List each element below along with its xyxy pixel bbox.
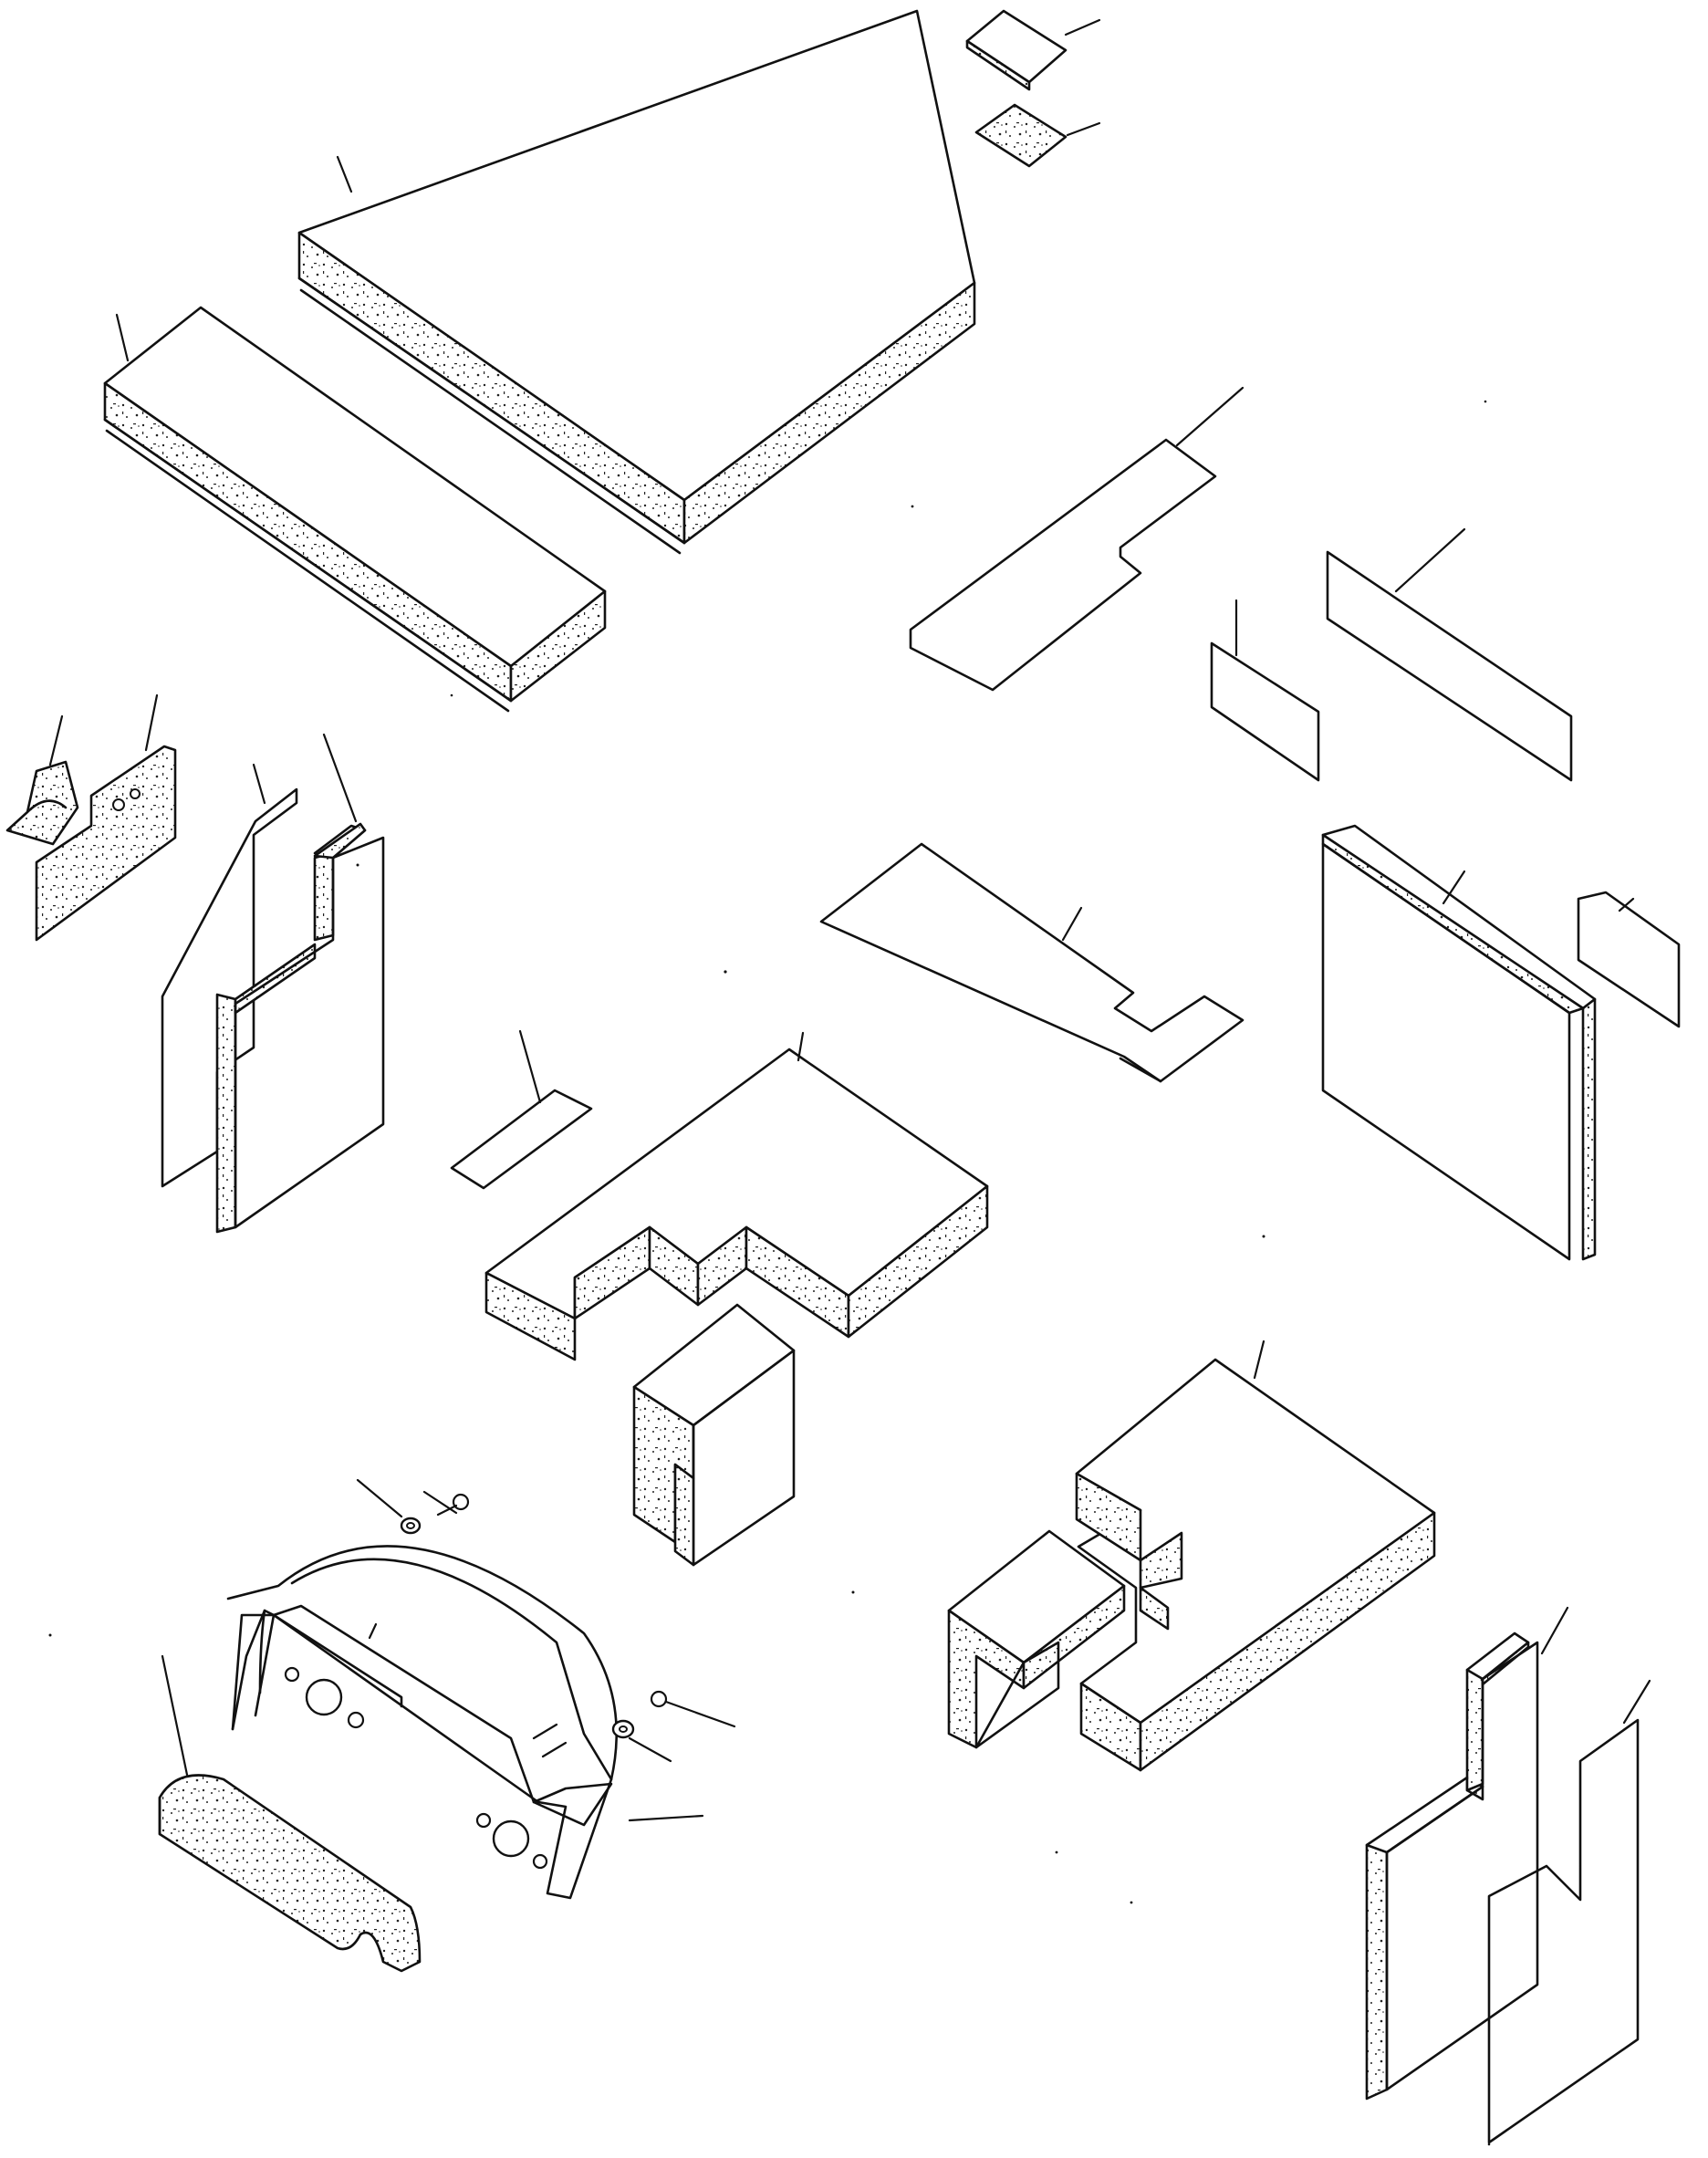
plate-left (35, 693, 177, 942)
scan-speckles (48, 400, 1491, 2146)
bracket-left-small (5, 714, 79, 846)
block-center-l (632, 1303, 796, 1567)
sheet-right-small (1577, 891, 1681, 1028)
sheet-bottom-right (1487, 1679, 1651, 2144)
chip-a (965, 9, 1101, 91)
dashboard-cover (226, 1545, 704, 1900)
washer-b (611, 1719, 672, 1763)
pad-top-long (103, 306, 607, 713)
sheet-rect-long (1326, 527, 1573, 782)
chip-b (974, 103, 1101, 168)
sheet-center-small (450, 1029, 593, 1190)
pad-front-curved (158, 1654, 422, 1973)
pad-right-stepped (1075, 1340, 1436, 1772)
screw-b (650, 1690, 736, 1728)
pad-left-step (215, 733, 385, 1234)
panel-right-tall (1321, 824, 1597, 1261)
screw-a (422, 1490, 470, 1517)
sheet-l-shape-right (909, 386, 1245, 692)
pad-center-stepped (484, 1031, 989, 1361)
washer-a (356, 1478, 422, 1535)
sheet-rect-small (1210, 599, 1320, 782)
pad-top-large (297, 9, 976, 555)
sheet-center-l (819, 842, 1245, 1083)
pad-bottom-right-step (1365, 1606, 1569, 2101)
sheet-left-step (161, 763, 298, 1188)
block-right-l (947, 1529, 1126, 1749)
